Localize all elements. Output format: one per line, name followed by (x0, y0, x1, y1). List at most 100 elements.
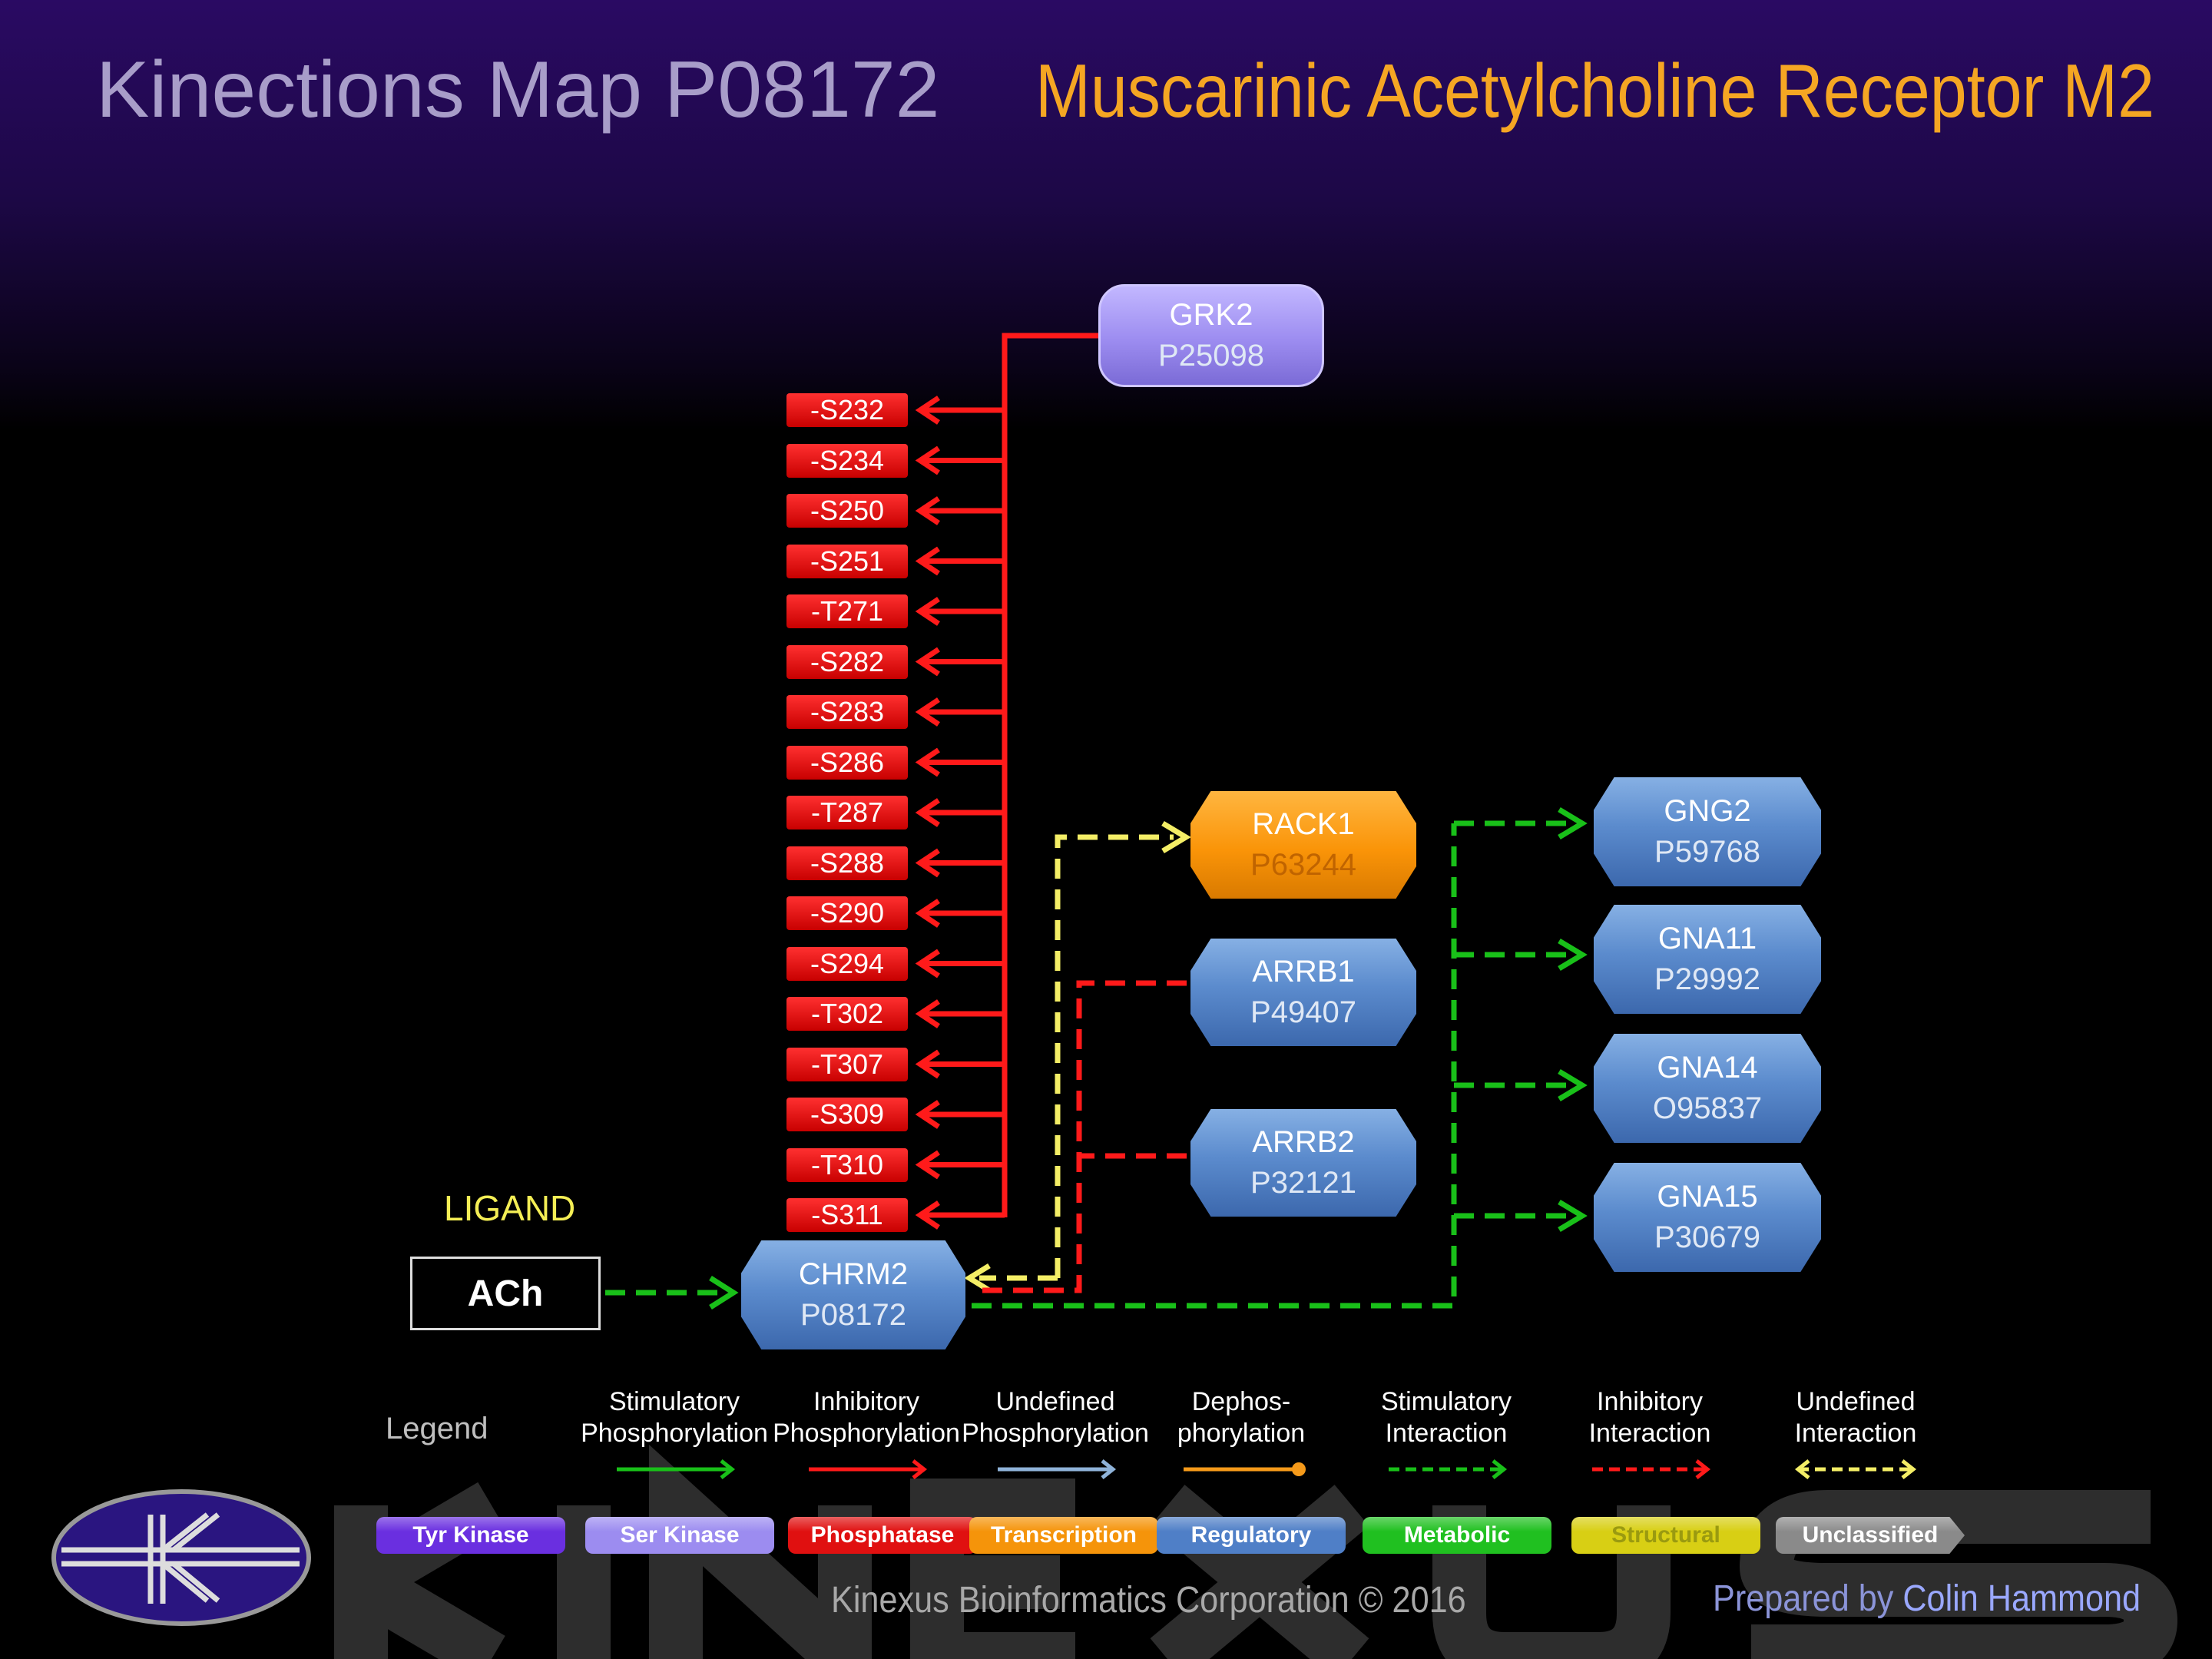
phosphosite[interactable]: -T302 (786, 997, 908, 1031)
node-chrm2-name: CHRM2 (798, 1257, 909, 1291)
phosphosite[interactable]: -S290 (786, 896, 908, 930)
node-arrb1-accession: P49407 (1250, 995, 1356, 1029)
protein-full-name: Muscarinic Acetylcholine Receptor M2 (1035, 48, 2155, 133)
node-grk2[interactable]: GRK2 P25098 (1098, 284, 1324, 387)
node-gng2[interactable]: GNG2 P59768 (1594, 777, 1821, 886)
node-arrb2[interactable]: ARRB2 P32121 (1190, 1109, 1416, 1217)
phosphorylation-arrowhead (915, 396, 940, 425)
node-gng2-accession: P59768 (1654, 835, 1760, 869)
ach-arrowhead (709, 1276, 739, 1310)
phosphosite[interactable]: -S294 (786, 946, 908, 981)
phosphosite[interactable]: -S234 (786, 443, 908, 478)
phosphosite[interactable]: -S311 (786, 1198, 908, 1232)
legend-label-line2: Interaction (1588, 1419, 1711, 1448)
phosphorylation-arrowhead (915, 999, 940, 1028)
ligand-label: LIGAND (444, 1188, 576, 1228)
phosphorylation-arrowhead (915, 949, 940, 979)
phosphosite[interactable]: -S251 (786, 544, 908, 578)
node-rack1[interactable]: RACK1 P63244 (1190, 791, 1416, 899)
phosphorylation-arrowhead (915, 798, 940, 827)
g-protein-interactions (972, 820, 1571, 1309)
grk2-phosphorylation-lines (1002, 333, 1098, 1217)
node-gna14-name: GNA14 (1657, 1051, 1758, 1084)
node-grk2-name: GRK2 (1169, 298, 1253, 332)
legend-label-line1: Stimulatory (608, 1387, 740, 1416)
phosphorylation-arrowhead (915, 647, 940, 677)
legend-arrowhead (720, 1459, 736, 1479)
node-arrb1-name: ARRB1 (1252, 955, 1355, 988)
phosphorylation-arrowhead (915, 546, 940, 576)
node-gna14-accession: O95837 (1652, 1091, 1763, 1125)
rack1-arrowhead (1161, 820, 1191, 854)
node-chrm2-accession: P08172 (800, 1298, 906, 1332)
legend-label-line2: Phosphorylation (962, 1419, 1149, 1448)
phosphorylation-arrowhead (915, 747, 940, 777)
phosphorylation-arrowhead (915, 445, 940, 475)
legend-label-line2: Phosphorylation (773, 1419, 960, 1448)
node-arrb2-name: ARRB2 (1252, 1125, 1355, 1159)
legend-label-line2: Interaction (1385, 1419, 1508, 1448)
page-title: Kinections Map P08172 (96, 45, 940, 134)
phosphorylation-arrowhead (915, 1150, 940, 1180)
phosphosite[interactable]: -T310 (786, 1147, 908, 1182)
node-arrb1[interactable]: ARRB1 P49407 (1190, 939, 1416, 1046)
phosphorylation-arrowhead (915, 899, 940, 928)
phosphorylation-arrowhead (915, 697, 940, 727)
phosphosite[interactable]: -S288 (786, 846, 908, 880)
legend-class-chip: Phosphatase (788, 1517, 977, 1554)
chrm2-yellow-arrowhead (964, 1263, 991, 1293)
site-arrows (915, 396, 1005, 1230)
phosphosite[interactable]: -S286 (786, 745, 908, 780)
phosphosite[interactable]: -S250 (786, 494, 908, 528)
legend-dephos-end (1292, 1462, 1306, 1476)
node-gna14[interactable]: GNA14 O95837 (1594, 1034, 1821, 1143)
footer-company: Kinexus Bioinformatics Corporation © 201… (831, 1580, 1466, 1621)
node-gna15[interactable]: GNA15 P30679 (1594, 1163, 1821, 1272)
legend-label-line1: Undefined (995, 1387, 1115, 1416)
phosphosite[interactable]: -S232 (786, 393, 908, 427)
legend-class-chip: Unclassified (1776, 1517, 1965, 1554)
phosphorylation-arrowhead (915, 597, 940, 626)
phosphosite[interactable]: -S309 (786, 1098, 908, 1131)
phosphosite[interactable]: -T271 (786, 594, 908, 628)
footer-prepared: Prepared by Colin Hammond (1713, 1578, 2141, 1620)
node-gna11[interactable]: GNA11 P29992 (1594, 905, 1821, 1014)
node-rack1-accession: P63244 (1250, 848, 1356, 882)
node-chrm2[interactable]: CHRM2 P08172 (741, 1240, 965, 1349)
legend-label-line2: phorylation (1177, 1419, 1306, 1448)
legend-arrowhead-back (1794, 1459, 1810, 1479)
node-gna15-name: GNA15 (1657, 1180, 1758, 1214)
legend-arrowhead (1901, 1459, 1917, 1479)
prepared-label: Prepared by (1713, 1578, 1894, 1619)
legend-class-chip: Ser Kinase (585, 1517, 774, 1554)
node-grk2-accession: P25098 (1158, 339, 1264, 373)
legend-label-line2: Phosphorylation (581, 1419, 768, 1448)
legend-class-chip: Transcription (969, 1517, 1158, 1554)
legend-arrowhead (1492, 1459, 1508, 1479)
phosphosite[interactable]: -T307 (786, 1047, 908, 1081)
phosphorylation-arrowhead (915, 1200, 940, 1230)
legend-class-chip: Regulatory (1157, 1517, 1346, 1554)
phosphosite[interactable]: -S283 (786, 695, 908, 729)
legend-label-line1: Inhibitory (813, 1387, 919, 1416)
legend-arrowhead (1101, 1459, 1117, 1479)
legend-class-chip: Metabolic (1363, 1517, 1551, 1554)
legend-title: Legend (386, 1412, 488, 1445)
phosphosite[interactable]: -S282 (786, 644, 908, 679)
prepared-name: Colin Hammond (1902, 1578, 2141, 1619)
legend-label-line1: Inhibitory (1597, 1387, 1703, 1416)
legend-class-chip: Structural (1571, 1517, 1760, 1554)
legend-class-chip: Tyr Kinase (376, 1517, 565, 1554)
phosphosite[interactable]: -T287 (786, 796, 908, 830)
legend-label-line2: Interaction (1794, 1419, 1917, 1448)
phosphorylation-arrowhead (915, 1049, 940, 1079)
legend-label-line1: Stimulatory (1380, 1387, 1512, 1416)
ligand-ach[interactable]: ACh (410, 1257, 601, 1330)
legend-arrowhead (1695, 1459, 1711, 1479)
